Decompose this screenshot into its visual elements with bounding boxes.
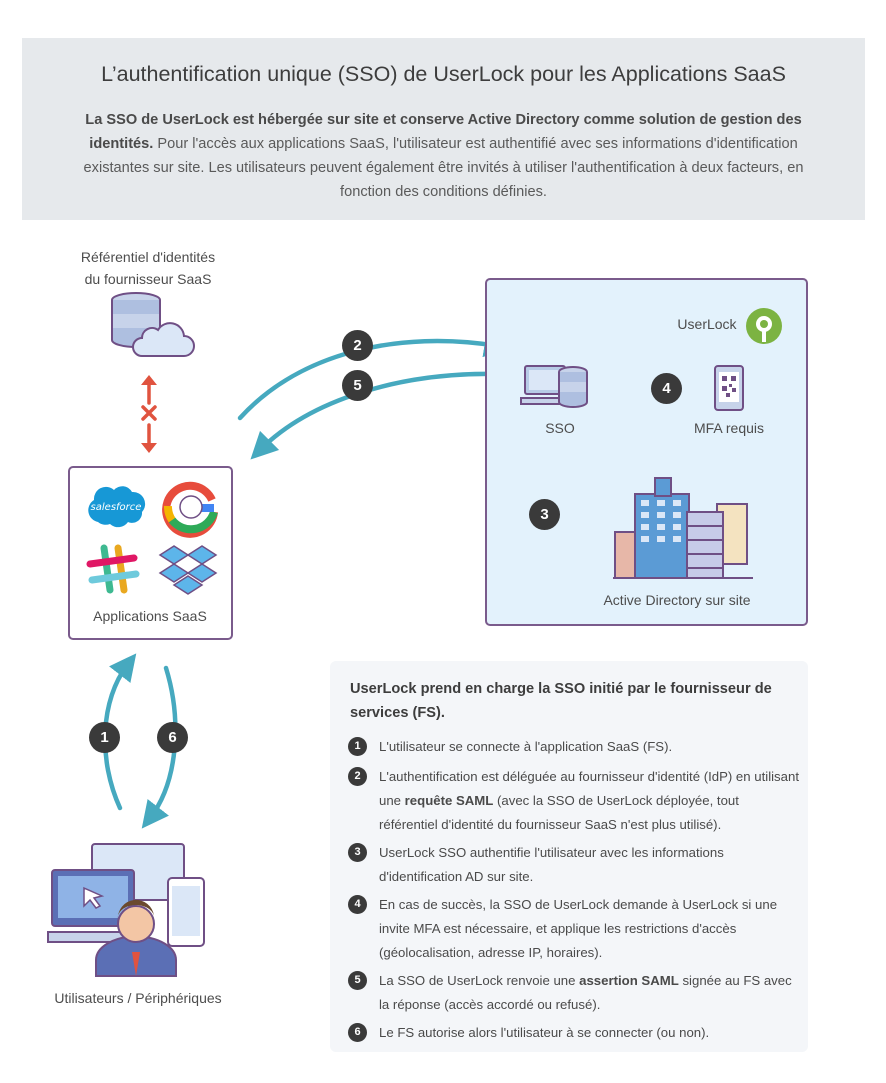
building-server-icon [613, 477, 753, 579]
idp-label: Référentiel d'identités du fournisseur S… [80, 249, 216, 287]
database-cloud-icon [111, 292, 195, 357]
step-text: En cas de succès, la SSO de UserLock dem… [379, 897, 778, 960]
salesforce-text: salesforce [91, 502, 142, 513]
saas-label: Applications SaaS [93, 608, 207, 624]
step-number-badge: 2 [348, 767, 367, 786]
dropbox-icon [158, 545, 218, 595]
header-banner: L’authentification unique (SSO) de UserL… [22, 38, 865, 220]
userlock-label: UserLock [677, 316, 737, 332]
step-text: Le FS autorise alors l'utilisateur à se … [379, 1025, 710, 1040]
salesforce-icon: salesforce [88, 486, 146, 528]
step-text: L'utilisateur se connecte à l'applicatio… [379, 739, 673, 754]
slack-icon [86, 544, 140, 594]
step-number-badge: 3 [348, 843, 367, 862]
sso-label: SSO [545, 420, 575, 436]
mfa-label: MFA requis [693, 420, 765, 436]
mfa-phone-icon [714, 365, 744, 411]
step-text: La SSO de UserLock renvoie une assertion… [379, 973, 792, 1012]
step-6-badge: 6 [157, 722, 188, 753]
step-text: L'authentification est déléguée au fourn… [379, 769, 799, 832]
intro-rest: Pour l'accès aux applications SaaS, l'ut… [83, 136, 804, 200]
step-text: UserLock SSO authentifie l'utilisateur a… [379, 845, 724, 884]
arrow-step-5 [250, 371, 501, 460]
laptop-server-icon [520, 365, 588, 408]
on-site-box: SSO UserLock MFA requis Act [485, 278, 808, 626]
panel-title: UserLock prend en charge la SSO initié p… [350, 681, 772, 721]
step-number-badge: 6 [348, 1023, 367, 1042]
page-title: L’authentification unique (SSO) de UserL… [101, 62, 786, 86]
users-devices-icon [47, 843, 205, 977]
saas-apps-box: salesforce Applications SaaS [68, 466, 233, 640]
step-number-badge: 1 [348, 737, 367, 756]
users-label: Utilisateurs / Périphériques [54, 990, 222, 1006]
step-number-badge: 4 [348, 895, 367, 914]
intro-text: La SSO de UserLock est hébergée sur site… [64, 108, 823, 204]
step-number-badge: 5 [348, 971, 367, 990]
step-2-badge: 2 [342, 330, 373, 361]
blocked-link-icon [141, 375, 157, 453]
steps-panel: UserLock prend en charge la SSO initié p… [330, 661, 808, 1052]
userlock-logo-icon [746, 308, 782, 344]
step-1-badge: 1 [89, 722, 120, 753]
intro-bold: La SSO de UserLock est hébergée sur site… [85, 112, 802, 152]
step-3-badge: 3 [529, 499, 560, 530]
step-5-badge: 5 [342, 370, 373, 401]
google-icon [162, 481, 218, 538]
ad-label: Active Directory sur site [603, 592, 751, 608]
step-4-badge: 4 [651, 373, 682, 404]
